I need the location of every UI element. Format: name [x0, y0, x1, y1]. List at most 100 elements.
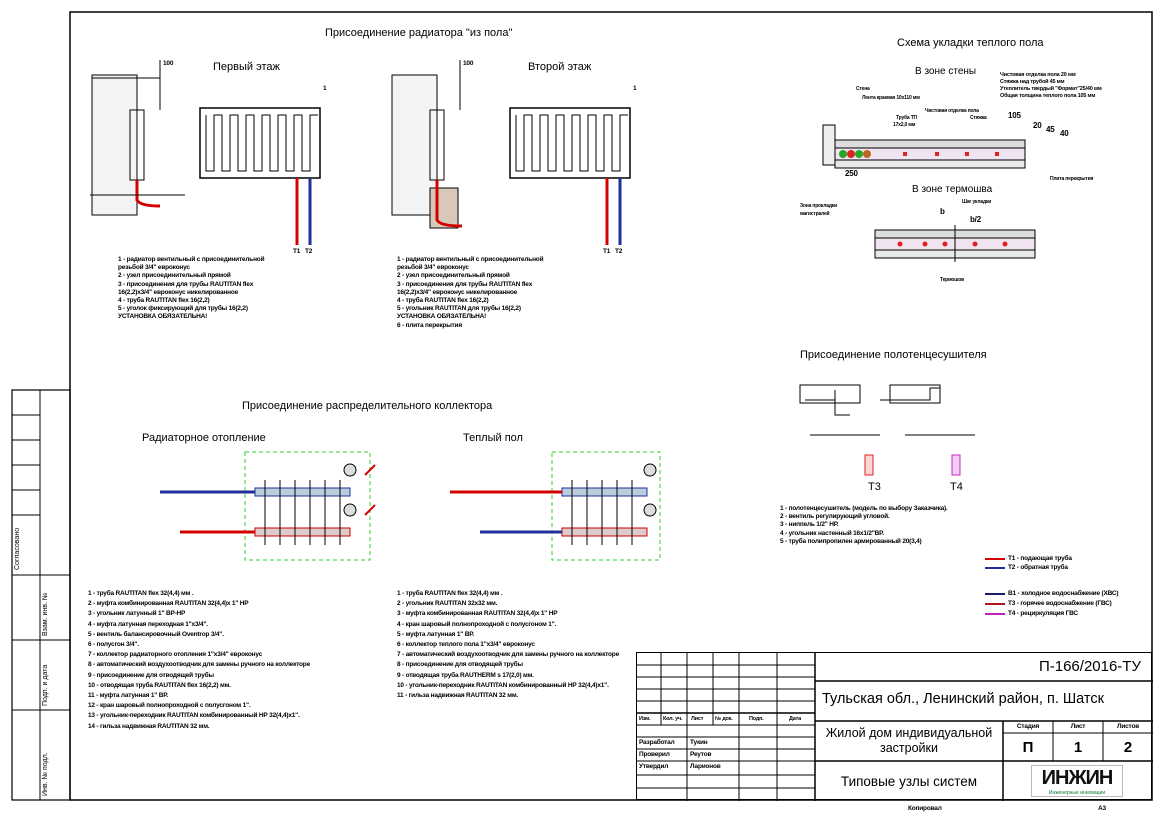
legend-line: 8 - автоматический воздухоотводчик для з… [88, 661, 310, 669]
legend-line: 5 - труба полипропилен армированный 20(3… [780, 537, 922, 545]
note-line: Чистовая отделка пола 20 мм [1000, 72, 1076, 78]
dim-label: 105 [1008, 111, 1021, 120]
col-list: Лист [691, 716, 704, 722]
pipe-label-t3: T3 [868, 481, 881, 493]
legend-line: 1 - полотенцесушитель (модель по выбору … [780, 505, 948, 512]
legend-line: 12 - кран шаровый полнопроходной с полус… [88, 702, 251, 710]
label-pipe: Труба ТП [896, 115, 917, 121]
label-step: Шаг укладки [962, 199, 992, 205]
col-doc: № док. [715, 716, 733, 722]
legend-line: 16(2,2)x3/4" евроконус никелированное [397, 288, 518, 296]
legend-line: 7 - коллектор радиаторного отопления 1"x… [88, 651, 263, 659]
legend-line: 6 - коллектор теплого пола 1"x3/4" еврок… [397, 641, 535, 649]
dim-label: 40 [1060, 129, 1069, 138]
pipe-legend-t3: Т3 - горячее водоснабжение (ГВС) [1008, 600, 1112, 607]
legend-line: 3 - муфта комбинированная RAUTITAN 32(4,… [397, 610, 558, 618]
label-pipe-size: 17х2,0 мм [893, 122, 916, 128]
pipe-legend-t4: Т4 - рециркуляция ГВС [1008, 610, 1078, 617]
stamp-inv-orig: Инв. № подл. [42, 752, 49, 796]
sheet-label: Лист [1070, 722, 1086, 730]
legend-line: 11 - муфта латунная 1" ВР. [88, 692, 169, 700]
callout: 1 [323, 85, 327, 92]
legend-line: 3 - присоединения для трубы RAUTITAN fle… [397, 280, 533, 288]
floor-section-joint-zone [874, 225, 1036, 262]
name-approved: Ларионов [690, 763, 721, 770]
col-date: Дата [789, 716, 801, 722]
sheet-value: 1 [1073, 738, 1083, 756]
legend-line: 3 - ниппель 1/2" НР. [780, 521, 839, 529]
dim-label: 20 [1033, 121, 1042, 130]
pipe-label-t1: T1 [293, 248, 301, 255]
label-zone: Зона прокладки магистралей [800, 203, 837, 218]
legend-line: 1 - труба RAUTITAN flex 32(4,4) мм . [397, 590, 503, 597]
legend-line: 9 - отводящая труба RAUTHERM s 17(2,0) м… [397, 671, 534, 679]
label-b: b [940, 207, 945, 216]
role-developed: Разработал [639, 739, 675, 746]
pipe-legend-t1: Т1 - подающая труба [1008, 555, 1072, 562]
logo-subtitle: Инженерные инновации [1048, 789, 1106, 796]
col-izm: Изм. [639, 716, 651, 722]
dim-label: 250 [845, 169, 858, 178]
legend-line: 2 - вентиль регулирующий угловой. [780, 513, 890, 521]
label-wall: Стена [856, 86, 870, 92]
stage-label: Стадия [1016, 722, 1040, 730]
legend-line: 5 - муфта латунная 1" ВР. [397, 630, 474, 638]
legend-line: 4 - труба RAUTITAN flex 16(2,2) [118, 297, 210, 305]
radiator-floor1-legend: 1 - радиатор вентильный с присоединитель… [118, 256, 265, 322]
name-developed: Тукин [690, 739, 708, 746]
legend-line: 4 - муфта латунная переходная 1"x3/4". [88, 620, 208, 628]
label-slab: Плита перекрытия [1050, 176, 1094, 182]
legend-line: 5 - угольник RAUTITAN для трубы 16(2,2) [397, 305, 521, 313]
legend-line: 2 - угольник RAUTITAN 32x32 мм. [397, 600, 498, 608]
radiator-floor1-drawing [90, 60, 321, 245]
pipe-label-t2: T2 [615, 248, 623, 255]
joint-zone-title: В зоне термошва [912, 184, 993, 195]
towel-legend: 1 - полотенцесушитель (модель по выбору … [780, 505, 948, 546]
title-block: Изм. Кол. уч. Лист № док. Подп. Дата Раз… [636, 652, 1153, 801]
pipe-label-t1: T1 [603, 248, 611, 255]
role-checked: Проверил [639, 751, 670, 758]
legend-line: 10 - угольник-переходник RAUTITAN комбин… [397, 681, 609, 689]
note-line: Утеплитель твердый "Формат"25/40 мм [1000, 86, 1102, 92]
radiator-heating-title: Радиаторное отопление [142, 432, 266, 444]
label-tape: Лента краевая 10х110 мм [862, 95, 920, 101]
legend-line: 9 - присоединение для отводящей трубы [88, 671, 214, 679]
legend-line: 4 - кран шаровый полнопроходной с полусг… [397, 620, 557, 628]
radiator-floor2-legend: 1 - радиатор вентильный с присоединитель… [397, 256, 544, 330]
legend-line: 2 - узел присоединительный прямой [118, 272, 231, 280]
company-logo: ИНЖИН Инженерные инновации [1031, 765, 1123, 797]
collector-radiator-legend: 1 - труба RAUTITAN flex 32(4,4) мм .2 - … [88, 589, 310, 732]
legend-line: 2 - муфта комбинированная RAUTITAN 32(4,… [88, 600, 249, 608]
legend-line: резьбой 3/4" евроконус [118, 264, 190, 272]
legend-line: 2 - узел присоединительный прямой [397, 272, 510, 280]
legend-line: 7 - автоматический воздухоотводчик для з… [397, 651, 619, 659]
legend-line: 6 - плита перекрытия [397, 321, 462, 329]
floor-scheme-title: Схема укладки теплого пола [897, 37, 1044, 49]
legend-line: 8 - присоединение для отводящей трубы [397, 661, 523, 669]
pipe-legend-b1: В1 - холодное водоснабжение (ХВС) [1008, 590, 1119, 597]
side-stamp-frame [11, 389, 71, 801]
dim-label: 100 [163, 60, 174, 67]
floor-section-wall-zone [822, 124, 1026, 169]
towel-dryer-drawing [799, 384, 975, 476]
object-line: Жилой дом индивидуальной [825, 726, 993, 740]
legend-line: 14 - гильза надвижная RAUTITAN 32 мм. [88, 722, 210, 730]
legend-line: 5 - вентиль балансировочный Oventrop 3/4… [88, 630, 224, 638]
callout: 1 [633, 85, 637, 92]
dim-label: 45 [1046, 125, 1055, 134]
label-finish: Чистовая отделка пола [925, 108, 979, 114]
stamp-agreed: Согласовано [14, 527, 21, 570]
pipe-legend-lines [985, 558, 1005, 615]
legend-line: 3 - угольник латунный 1" ВР-НР [88, 610, 186, 618]
stamp-replace-inv: Взам. инв. № [42, 592, 49, 636]
role-approved: Утвердил [639, 763, 669, 770]
pipe-label-t2: T2 [305, 248, 313, 255]
legend-line: 1 - радиатор вентильный с присоединитель… [118, 256, 265, 263]
legend-line: 16(2,2)x3/4" евроконус никелированное [118, 288, 239, 296]
sheet-title: Типовые узлы систем [840, 773, 978, 789]
legend-line: 6 - полусгон 3/4". [88, 641, 139, 649]
radiator-floor2-drawing [391, 60, 631, 245]
warm-floor-title: Теплый пол [463, 432, 523, 444]
